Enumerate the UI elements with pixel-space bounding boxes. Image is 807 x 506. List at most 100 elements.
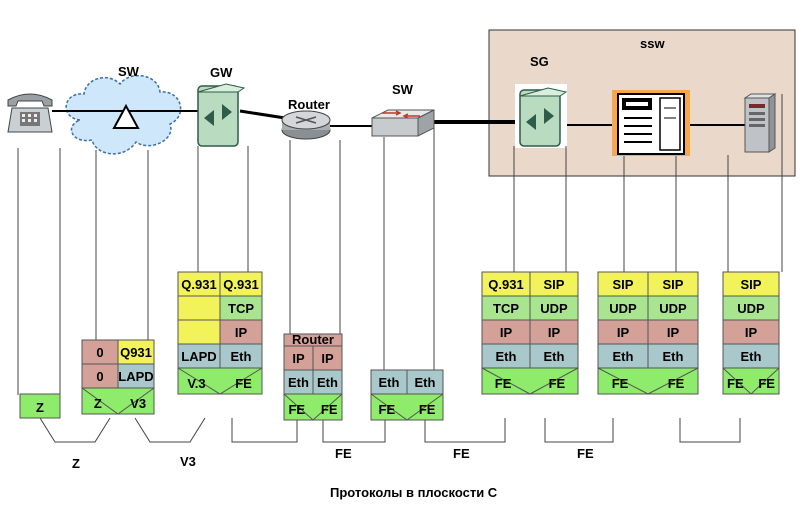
srv1-cell-1-3 [597, 343, 649, 369]
gw-phys-right: FE [235, 376, 252, 391]
srv1-cell-2-3 [647, 343, 699, 369]
router-phys-left: FE [288, 402, 305, 417]
sg-label-2-1: UDP [540, 301, 568, 316]
srv1-label-1-3: Eth [613, 349, 634, 364]
srv2-label-1-1: UDP [737, 301, 765, 316]
srv2-phys-right: FE [758, 376, 775, 391]
srv1-label-2-2: IP [667, 325, 680, 340]
srv1-physical-cell [597, 367, 699, 395]
sw-label-1-1: 0 [96, 369, 103, 384]
sw-label-2-1: LAPD [118, 369, 153, 384]
sg-label-1-0: Q.931 [488, 277, 523, 292]
sg-label-1-1: TCP [493, 301, 519, 316]
srv1-phys-left: FE [612, 376, 629, 391]
srv1-cell-2-2 [647, 319, 699, 345]
gw-cell-1-3 [177, 343, 221, 369]
sw-physical-divider [81, 387, 155, 415]
router-phys-right: FE [321, 402, 338, 417]
gw-label-2-1: TCP [228, 301, 254, 316]
gw-physical-divider [177, 367, 263, 395]
sg-phys-right: FE [549, 376, 566, 391]
srv1-label-1-2: IP [617, 325, 630, 340]
gw-label-2-3: Eth [231, 349, 252, 364]
sw-phys-right: V3 [130, 396, 146, 411]
cloud-switch-icon [52, 74, 184, 155]
sw-label-2-0: Q931 [120, 345, 152, 360]
sw2-physical-divider [370, 393, 444, 421]
gw-phys-left: V.3 [187, 376, 205, 391]
srv2-cell-1-1 [722, 295, 780, 321]
router-label-1-1: Eth [288, 375, 309, 390]
router-cell-2-0 [312, 345, 343, 371]
srv2-label-1-3: Eth [741, 349, 762, 364]
router-cell-2-1 [312, 369, 343, 395]
sw2-label: SW [392, 82, 414, 97]
sg-cell-2-2 [529, 319, 579, 345]
sg-physical-divider [481, 367, 579, 395]
gw-label-2-2: IP [235, 325, 248, 340]
sg-label: SG [530, 54, 549, 69]
server-tower-icon [743, 93, 777, 153]
srv1-label-2-3: Eth [663, 349, 684, 364]
srv1-label-2-0: SIP [663, 277, 684, 292]
router-label-2-0: IP [321, 351, 334, 366]
srv2-cell-1-2 [722, 319, 780, 345]
srv1-physical-divider [597, 367, 699, 395]
srv2-cell-1-0 [722, 271, 780, 297]
router-label-1-0: IP [292, 351, 305, 366]
gw-label: GW [210, 65, 233, 80]
sg-label-2-2: IP [548, 325, 561, 340]
srv1-phys-right: FE [668, 376, 685, 391]
sw-physical-cell [81, 387, 155, 415]
sw-cell-2-0 [117, 339, 155, 365]
sw2-label-2-0: Eth [415, 375, 436, 390]
link-label-z: Z [72, 456, 80, 471]
sw1-label: SW [118, 64, 140, 79]
sg-label-1-2: IP [500, 325, 513, 340]
router-label-2-1: Eth [317, 375, 338, 390]
router-physical-divider [283, 393, 343, 421]
gw-cell-1-1 [177, 295, 221, 321]
srv1-label-1-0: SIP [613, 277, 634, 292]
gw-cell-1-0 [177, 271, 221, 297]
srv2-physical-divider [722, 367, 780, 395]
phone-icon [7, 93, 53, 133]
sw2-cell-2-0 [406, 369, 444, 395]
sw2-physical-cell [370, 393, 444, 421]
link-label-fe-2: FE [453, 446, 470, 461]
router-icon [281, 110, 331, 140]
gw-label-2-0: Q.931 [223, 277, 258, 292]
link-label-fe-1: FE [335, 446, 352, 461]
gw-label-1-3: LAPD [181, 349, 216, 364]
server-rack-icon [612, 90, 690, 156]
router-header-label: Router [292, 332, 334, 347]
sw-phys-left: Z [94, 396, 102, 411]
caption: Протоколы в плоскости С [330, 485, 498, 500]
sg-label-2-3: Eth [544, 349, 565, 364]
link-label-v3: V3 [180, 454, 196, 469]
switch-icon [371, 109, 435, 137]
sw2-phys-right: FE [419, 402, 436, 417]
sw2-phys-left: FE [379, 402, 396, 417]
srv2-label-1-2: IP [745, 325, 758, 340]
sw-label-1-0: 0 [96, 345, 103, 360]
sw-cell-2-1 [117, 363, 155, 389]
srv2-phys-left: FE [727, 376, 744, 391]
sw2-label-1-0: Eth [379, 375, 400, 390]
gateway-icon [197, 83, 246, 147]
gw-label-1-0: Q.931 [181, 277, 216, 292]
link-label-fe-3: FE [577, 446, 594, 461]
sg-label-1-3: Eth [496, 349, 517, 364]
phone-phys-label: Z [36, 400, 44, 415]
srv2-physical-cell [722, 367, 780, 395]
sg-cell-1-0 [481, 271, 531, 297]
srv1-cell-1-1 [597, 295, 649, 321]
srv2-label-1-0: SIP [741, 277, 762, 292]
sg-gateway-icon [515, 84, 568, 148]
gw-cell-1-2 [177, 319, 221, 345]
sg-physical-cell [481, 367, 579, 395]
phone-physical-cell [19, 393, 61, 419]
ssw-label: ssw [640, 36, 665, 51]
